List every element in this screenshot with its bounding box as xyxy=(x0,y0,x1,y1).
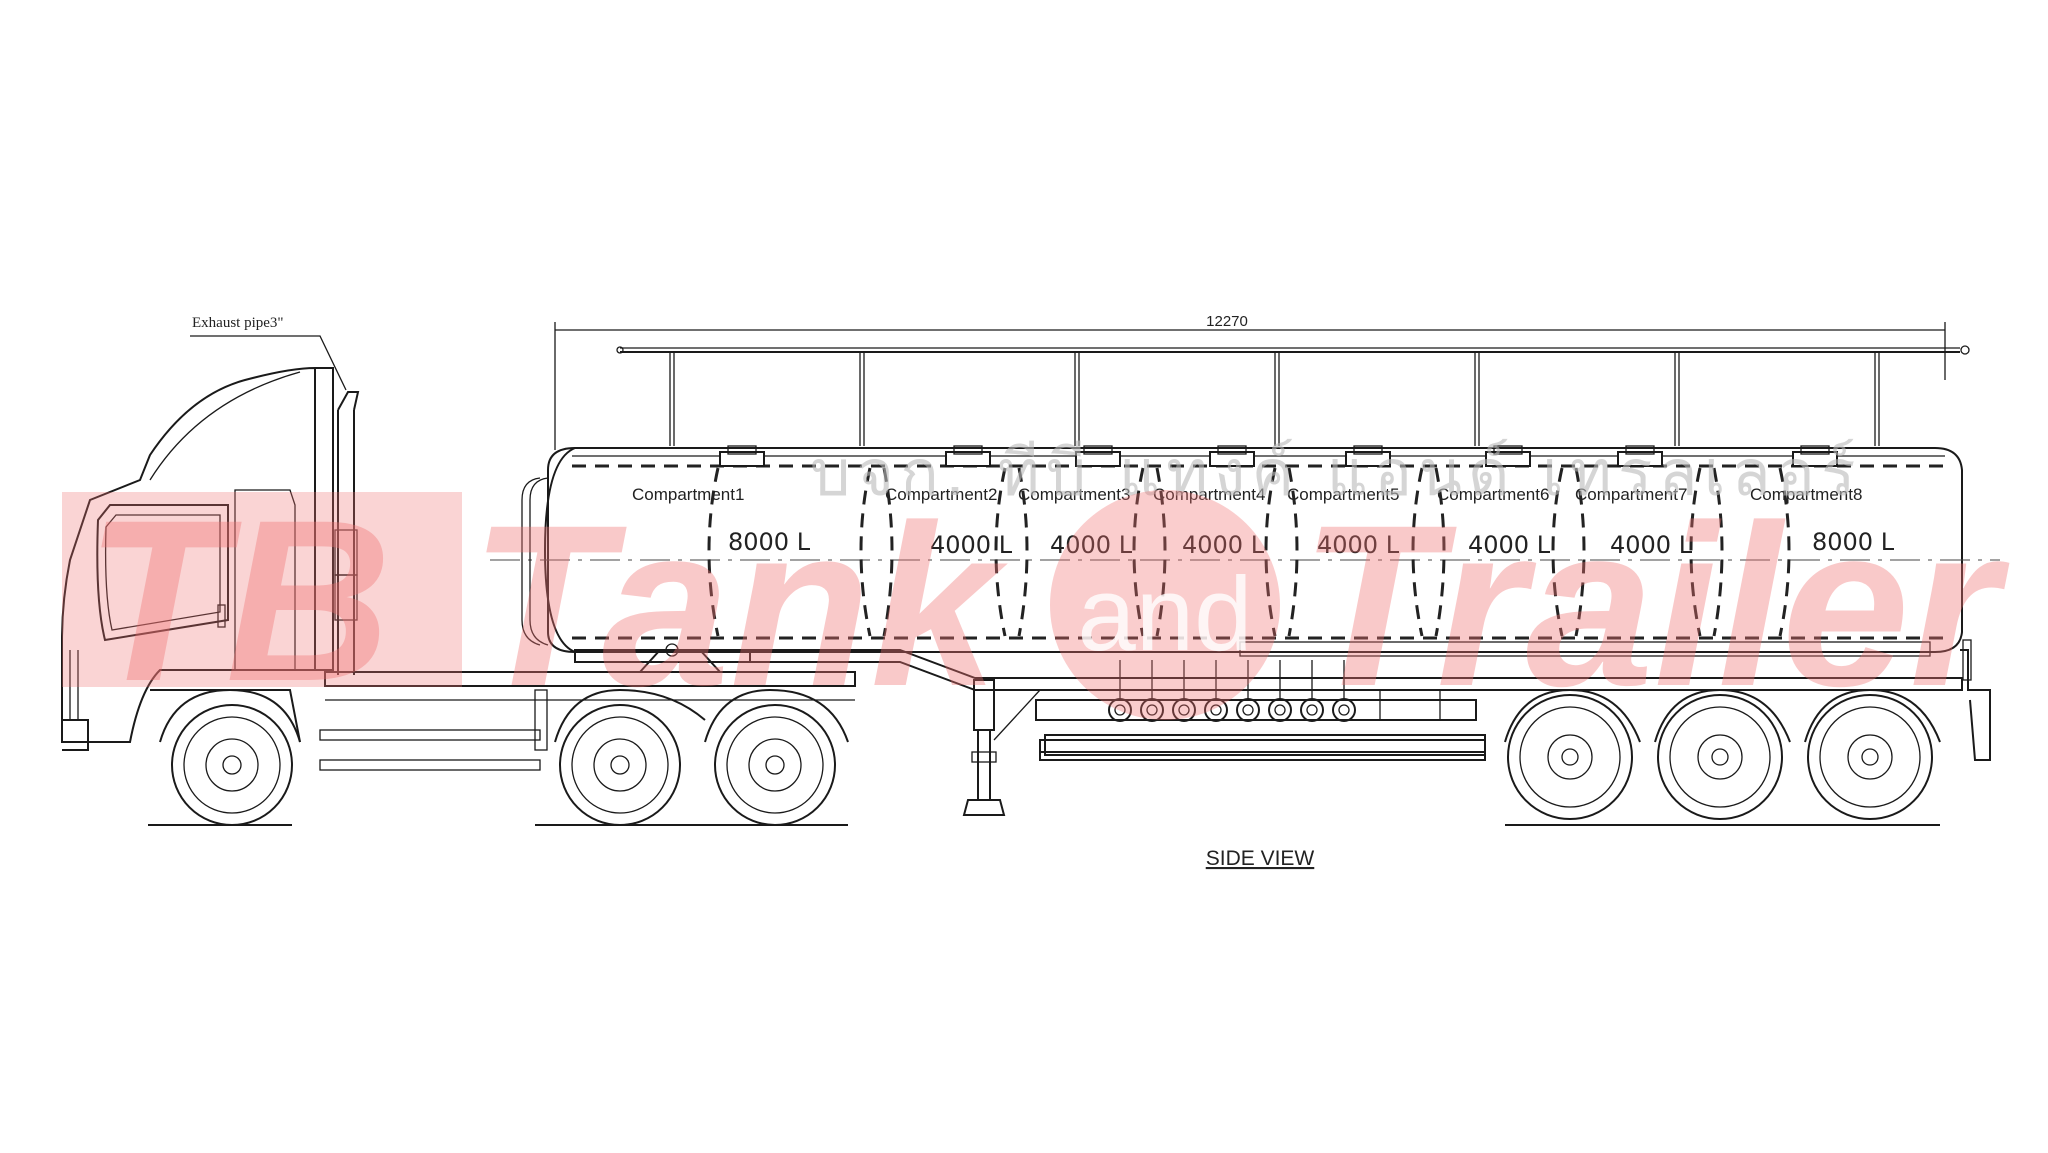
manhole-cover xyxy=(1345,451,1391,467)
compartment-1-volume: 8000 L xyxy=(728,528,811,556)
manhole-cover xyxy=(1485,451,1531,467)
watermark-logo-block xyxy=(62,492,462,687)
discharge-valve-hub xyxy=(1338,704,1350,716)
discharge-valve-hub xyxy=(1242,704,1254,716)
bulkhead-divider-back xyxy=(1287,467,1299,637)
manhole-lid xyxy=(1217,445,1247,455)
bulkhead-divider xyxy=(1264,467,1277,637)
compartment-2-label: Compartment2 xyxy=(885,485,997,504)
bulkhead-divider-back xyxy=(1155,467,1167,637)
tractor-drive-wheel-1 xyxy=(559,704,681,826)
compartment-4-label: Compartment4 xyxy=(1153,485,1265,504)
compartment-volumes: 8000 L 4000 L 4000 L 4000 L 4000 L 4000 … xyxy=(728,528,1895,559)
front-inner-head xyxy=(707,467,720,637)
bulkhead-divider xyxy=(1551,467,1564,637)
discharge-valve xyxy=(1236,698,1260,722)
manhole-covers xyxy=(719,445,1838,467)
tractor-unit xyxy=(61,335,856,826)
compartment-3-volume: 4000 L xyxy=(1050,531,1133,559)
handrail-posts xyxy=(669,352,1880,446)
manhole-lid xyxy=(953,445,983,455)
bulkhead-divider-back xyxy=(1574,467,1586,637)
compartment-5-label: Compartment5 xyxy=(1287,485,1399,504)
manhole-cover xyxy=(1617,451,1663,467)
discharge-valve-hub xyxy=(1114,704,1126,716)
watermark-word-and: and xyxy=(1077,556,1252,673)
manhole-lid xyxy=(1800,445,1830,455)
discharge-valve-hub xyxy=(1274,704,1286,716)
manhole-lid xyxy=(1493,445,1523,455)
exhaust-pipe-label: Exhaust pipe3" xyxy=(192,315,284,331)
compartment-1-label: Compartment1 xyxy=(632,485,744,504)
trailer-wheel-1 xyxy=(1507,694,1633,820)
compartment-4-volume: 4000 L xyxy=(1182,531,1265,559)
watermark-word-tank: Tank xyxy=(470,477,1008,734)
bulkhead-divider xyxy=(1411,467,1424,637)
trailer-wheel-3 xyxy=(1807,694,1933,820)
bulkhead-divider xyxy=(1132,467,1145,637)
trailer-wheel-2 xyxy=(1657,694,1783,820)
manhole-lid xyxy=(727,445,757,455)
manhole-lid xyxy=(1353,445,1383,455)
watermark-word-trailer: Trailer xyxy=(1300,477,2009,734)
bulkhead-divider-back xyxy=(1434,467,1446,637)
rear-inner-head xyxy=(1778,467,1791,637)
watermark-logo-text: TB xyxy=(85,472,392,729)
manhole-lid xyxy=(1083,445,1113,455)
tractor-drive-wheel-2 xyxy=(714,704,836,826)
landing-gear xyxy=(962,679,1041,816)
side-view-title: SIDE VIEW xyxy=(1206,847,1315,870)
manhole-lid xyxy=(1625,445,1655,455)
compartment-bulkheads xyxy=(707,467,1791,637)
manhole-cover xyxy=(945,451,991,467)
compartment-7-label: Compartment7 xyxy=(1575,485,1687,504)
manhole-cover xyxy=(1792,451,1838,467)
compartment-6-label: Compartment6 xyxy=(1437,485,1549,504)
compartment-3-label: Compartment3 xyxy=(1018,485,1130,504)
tank-trailer xyxy=(490,322,2000,826)
watermark-and-circle xyxy=(1050,490,1280,720)
compartment-2-volume: 4000 L xyxy=(930,531,1013,559)
bulkhead-divider xyxy=(1689,467,1702,637)
compartment-8-volume: 8000 L xyxy=(1812,528,1895,556)
manhole-cover xyxy=(719,451,765,467)
watermark-thai-company-name: บจก. ทีบี แทงค์ แอนด์ เทรลเลอร์ xyxy=(810,437,1861,511)
bulkhead-divider-back xyxy=(1712,467,1724,637)
bulkhead-divider-back xyxy=(882,467,894,637)
watermark: บจก. ทีบี แทงค์ แอนด์ เทรลเลอร์ TB Tank … xyxy=(62,437,2009,734)
manhole-cover xyxy=(1209,451,1255,467)
bulkhead-divider xyxy=(859,467,872,637)
overall-length-dimension: 12270 xyxy=(1206,313,1248,330)
bulkhead-divider xyxy=(994,467,1007,637)
bulkhead-divider-back xyxy=(1017,467,1029,637)
discharge-valve-hub xyxy=(1146,704,1158,716)
compartment-8-label: Compartment8 xyxy=(1750,485,1862,504)
discharge-valve-hub xyxy=(1210,704,1222,716)
compartment-7-volume: 4000 L xyxy=(1610,531,1693,559)
manhole-cover xyxy=(1075,451,1121,467)
tractor-front-wheel xyxy=(171,704,293,826)
compartment-labels: Compartment1 Compartment2 Compartment3 C… xyxy=(632,485,1862,504)
discharge-valve-hub xyxy=(1306,704,1318,716)
discharge-valve-hub xyxy=(1178,704,1190,716)
compartment-5-volume: 4000 L xyxy=(1317,531,1400,559)
discharge-valve xyxy=(1268,698,1292,722)
compartment-6-volume: 4000 L xyxy=(1468,531,1551,559)
